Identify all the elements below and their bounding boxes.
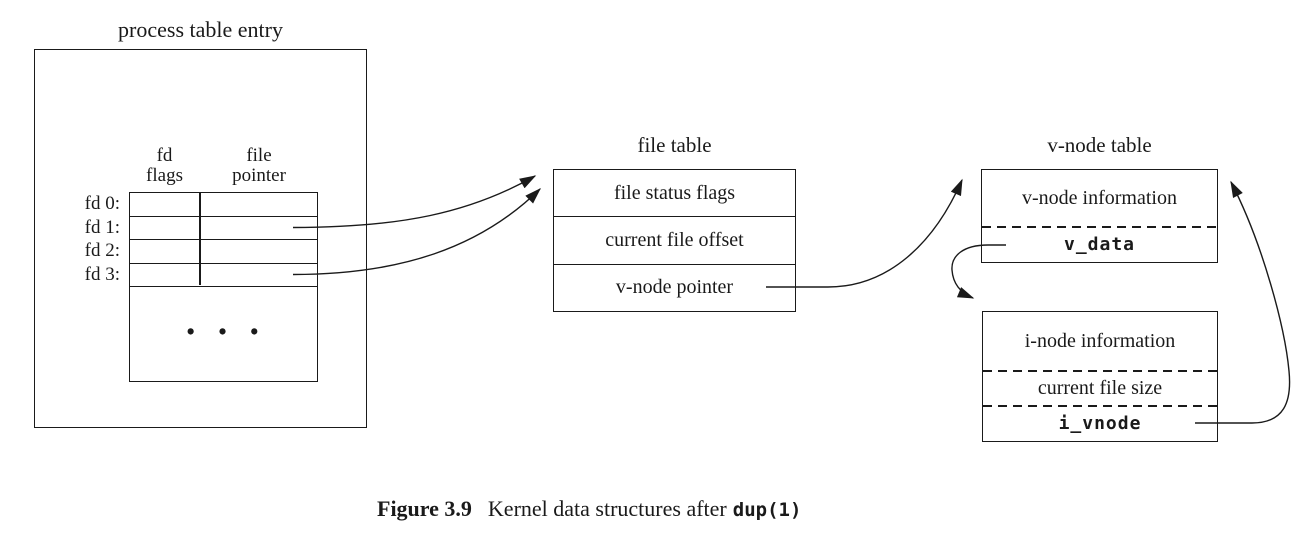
file-table-title: file table — [637, 133, 712, 157]
fd-flags-header-line1: fd — [156, 145, 173, 166]
fd3-label: fd 3: — [84, 263, 120, 285]
file-pointer-header-line1: file — [246, 145, 272, 166]
fd-table-ellipsis: • • • — [186, 319, 261, 344]
file-pointer-column-header: file pointer — [200, 146, 318, 186]
file-status-flags-cell: file status flags — [554, 170, 795, 218]
inode-information-cell: i-node information — [1024, 329, 1176, 352]
vnode-dashed-divider — [982, 226, 1217, 228]
vnode-information-cell: v-node information — [1022, 187, 1177, 209]
vnode-pointer-cell: v-node pointer — [615, 276, 734, 299]
fd0-label: fd 0: — [84, 193, 120, 214]
fd3-row — [130, 264, 317, 287]
fd0-row — [130, 193, 317, 217]
fd1-label: fd 1: — [84, 216, 120, 238]
i-vnode-cell: i_vnode — [1058, 412, 1142, 434]
fd-table-column-divider — [199, 193, 201, 286]
vnode-table-title: v-node table — [1047, 133, 1152, 157]
process-table-title: process table entry — [118, 17, 283, 42]
fd2-label: fd 2: — [84, 240, 120, 261]
fd-table: • • • — [129, 192, 318, 382]
fd2-row — [130, 240, 317, 264]
fd-flags-column-header: fd flags — [129, 146, 200, 186]
inode-dashed-divider-1 — [983, 370, 1217, 372]
current-file-size-cell: current file size — [1037, 376, 1163, 399]
fd1-row — [130, 217, 317, 240]
current-file-offset-cell: current file offset — [554, 217, 795, 265]
caption-label: Figure 3.9 — [377, 496, 472, 521]
file-table-box: file status flags current file offset v-… — [553, 169, 796, 312]
inode-box: i-node information current file size i_v… — [982, 311, 1218, 442]
v-data-cell: v_data — [1063, 233, 1136, 255]
caption-text: Kernel data structures after — [487, 496, 727, 521]
fd-flags-header-line2: flags — [146, 165, 183, 186]
inode-dashed-divider-2 — [983, 405, 1217, 407]
caption-code: dup(1) — [732, 499, 802, 521]
file-pointer-header-line2: pointer — [232, 165, 286, 186]
vnode-table-box: v-node information v_data — [981, 169, 1218, 263]
